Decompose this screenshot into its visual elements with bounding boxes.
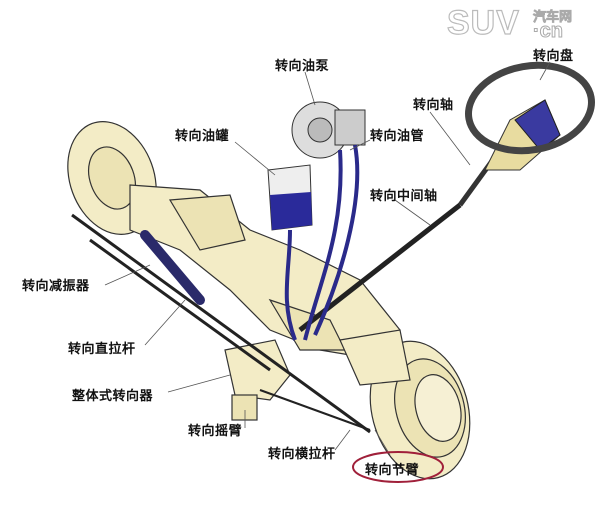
label-knuckle-arm: 转向节臂 [365, 463, 420, 478]
label-oil-pipe: 转向油管 [370, 129, 425, 144]
label-pump: 转向油泵 [275, 59, 330, 74]
label-drag-link: 转向直拉杆 [68, 342, 136, 357]
label-reservoir: 转向油罐 [175, 129, 230, 144]
drag-link [89, 238, 271, 372]
steering-damper [140, 230, 205, 305]
label-gear: 整体式转向器 [72, 389, 154, 404]
tie-rod [71, 213, 371, 434]
watermark-logo: SUV [446, 3, 520, 42]
highlight-ring [352, 451, 444, 483]
steering-wheel [465, 61, 595, 155]
label-wheel: 转向盘 [533, 49, 574, 64]
watermark-cn: 汽车网 [533, 10, 573, 26]
watermark-domain: ·cn [533, 20, 564, 43]
steering-gear-box [224, 339, 291, 401]
label-intermediate-shaft: 转向中间轴 [370, 189, 438, 204]
label-tie-rod: 转向横拉杆 [268, 447, 336, 462]
oil-hose [284, 229, 297, 341]
label-shaft: 转向轴 [413, 98, 454, 113]
label-pitman-arm: 转向摇臂 [188, 424, 243, 439]
label-damper: 转向减振器 [22, 279, 90, 294]
